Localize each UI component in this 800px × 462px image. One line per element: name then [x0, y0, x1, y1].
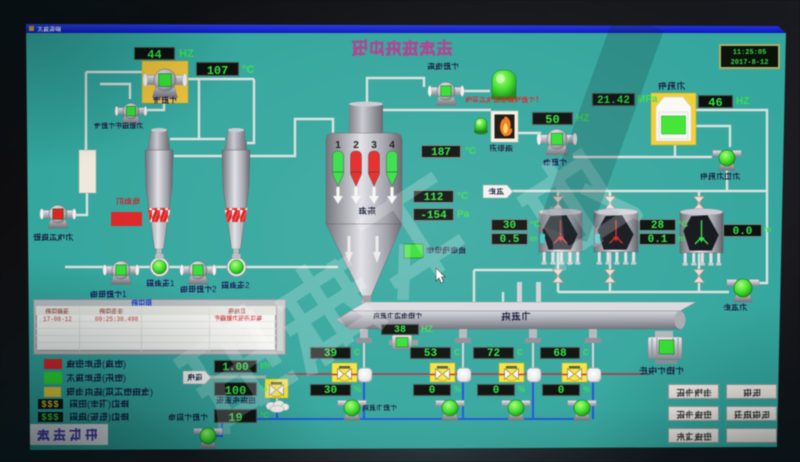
svg-text:3: 3: [371, 140, 377, 151]
svg-text:4: 4: [389, 140, 395, 151]
svg-text:1: 1: [335, 140, 341, 151]
svg-text:2: 2: [353, 140, 359, 151]
